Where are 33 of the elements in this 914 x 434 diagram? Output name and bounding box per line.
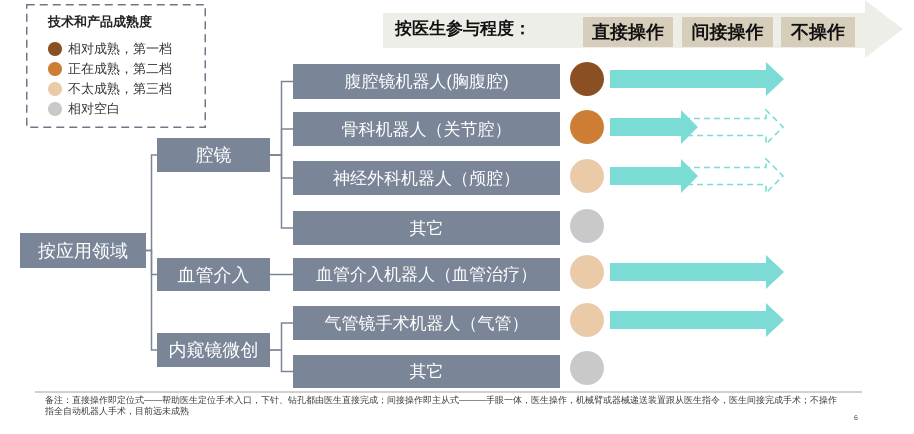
connector-line	[270, 274, 293, 276]
legend-text: 正在成熟，第二档	[68, 60, 172, 78]
banner-arrow	[383, 0, 905, 58]
status-dot	[570, 351, 604, 385]
column-header-box: 直接操作	[583, 17, 673, 47]
robot-type-box: 血管介入机器人（血管治疗）	[293, 258, 560, 291]
status-dot	[570, 159, 604, 193]
status-dot	[570, 62, 604, 96]
column-header-box: 间接操作	[682, 17, 773, 47]
robot-type-box: 气管镜手术机器人（气管）	[293, 306, 560, 340]
status-dot	[570, 110, 604, 144]
connector-line	[270, 349, 293, 372]
category-box: 按应用领域	[20, 233, 146, 268]
banner-heading: 按医生参与程度：	[395, 19, 531, 39]
category-box: 血管介入	[157, 258, 270, 291]
robot-type-box: 其它	[293, 355, 560, 388]
status-dot	[570, 255, 604, 289]
connector-line	[270, 154, 293, 229]
robot-type-box: 腹腔镜机器人(胸腹腔)	[293, 64, 560, 99]
legend-text: 不太成熟，第三档	[68, 80, 172, 98]
category-box: 内窥镜微创	[157, 333, 270, 367]
legend-text: 相对空白	[68, 100, 120, 118]
robot-type-box: 其它	[293, 211, 560, 245]
category-box: 腔镜	[157, 138, 270, 172]
status-dot	[570, 303, 604, 337]
robot-type-box: 骨科机器人（关节腔）	[293, 112, 560, 146]
legend-text: 相对成熟，第一档	[68, 40, 172, 58]
footnote: 备注：直接操作即定位式——帮助医生定位手术入口，下针、钻孔都由医生直接完成；间接操作即主从式———手眼一体，医生操作，机械臂或器械递送装置跟从医生指令，医生间接完成手术；不操作指全自动机器人手术，目前远未成熟	[45, 395, 838, 417]
status-dot	[570, 209, 604, 243]
column-header-box: 不操作	[781, 17, 855, 47]
connector-line	[146, 250, 157, 351]
robot-type-box: 神经外科机器人（颅腔）	[293, 161, 560, 195]
legend-title: 技术和产品成熟度	[48, 13, 152, 31]
